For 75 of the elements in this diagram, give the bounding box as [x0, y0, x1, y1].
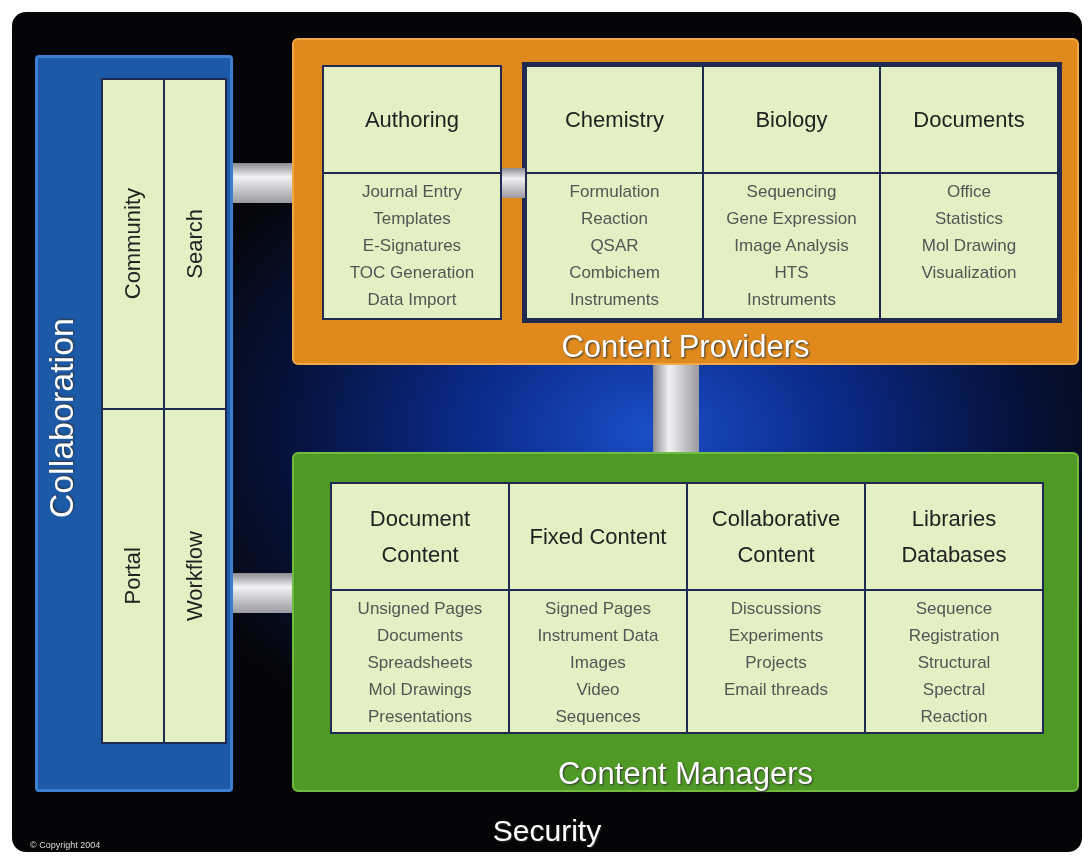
list-item: Experiments: [727, 625, 825, 647]
column-heading: Authoring: [363, 105, 461, 134]
list-item: Image Analysis: [733, 235, 850, 257]
panel-title: Content Managers: [558, 756, 813, 792]
list-item: Visualization: [921, 262, 1017, 284]
column-heading: Biology: [754, 105, 829, 134]
list-item: Projects: [744, 652, 808, 674]
panel-title: Security: [492, 814, 602, 848]
list-item: Sequences: [554, 706, 642, 728]
list-item: Presentations: [367, 706, 473, 728]
list-item: Spectral: [921, 679, 987, 701]
list-item: Statistics: [933, 208, 1004, 230]
function-label: Workflow: [182, 530, 208, 622]
list-item: Templates: [372, 208, 452, 230]
column-heading: Libraries Databases: [900, 505, 1008, 569]
list-item: Reaction: [579, 208, 650, 230]
list-item: Structural: [916, 652, 992, 674]
function-label: Portal: [120, 547, 146, 605]
list-item: Office: [945, 181, 993, 203]
list-item: Discussions: [729, 598, 823, 620]
column-heading: Documents: [912, 105, 1026, 134]
list-item: Mol Drawings: [367, 679, 473, 701]
category-column: [702, 65, 881, 320]
column-heading: Collaborative Content: [710, 505, 842, 569]
category-column: [864, 482, 1044, 734]
list-item: Images: [569, 652, 627, 674]
list-item: E-Signatures: [361, 235, 463, 257]
connector-pipe: [233, 163, 292, 203]
panel-title: Collaboration: [42, 318, 81, 519]
function-cell: [163, 408, 227, 744]
list-item: Unsigned Pages: [357, 598, 483, 620]
list-item: Combichem: [569, 262, 660, 284]
column-heading: Fixed Content: [528, 522, 668, 551]
connector-pipe: [653, 365, 699, 452]
category-column: [686, 482, 866, 734]
category-column: [525, 65, 704, 320]
list-item: Documents: [376, 625, 464, 647]
list-item: Data Import: [366, 289, 458, 311]
panel-title: Content Providers: [561, 329, 810, 365]
list-item: Instruments: [569, 289, 660, 311]
list-item: Instrument Data: [537, 625, 659, 647]
providers-panel: [292, 38, 1079, 365]
category-column: [879, 65, 1059, 320]
list-item: Sequencing: [745, 181, 838, 203]
column-heading: Document Content: [368, 505, 472, 569]
list-item: Email threads: [724, 679, 828, 701]
category-column: [508, 482, 688, 734]
list-item: Reaction: [919, 706, 989, 728]
connector-pipe: [502, 168, 525, 198]
list-item: Registration: [908, 625, 1000, 647]
column-heading: Chemistry: [564, 105, 665, 134]
managers-panel: [292, 452, 1079, 792]
list-item: Instruments: [746, 289, 837, 311]
collaboration-panel: [35, 55, 233, 792]
function-label: Community: [120, 188, 146, 300]
function-cell: [101, 408, 165, 744]
function-cell: [101, 78, 165, 410]
list-item: Journal Entry: [360, 181, 464, 203]
list-item: Formulation: [569, 181, 660, 203]
list-item: TOC Generation: [349, 262, 475, 284]
category-column: [322, 65, 502, 320]
list-item: QSAR: [589, 235, 640, 257]
function-label: Search: [182, 209, 208, 279]
list-item: HTS: [773, 262, 810, 284]
list-item: Mol Drawing: [921, 235, 1017, 257]
category-column: [330, 482, 510, 734]
list-item: Signed Pages: [544, 598, 652, 620]
copyright-note: © Copyright 2004: [30, 840, 101, 850]
list-item: Sequence: [914, 598, 994, 620]
list-item: Gene Expression: [726, 208, 857, 230]
connector-pipe: [233, 573, 292, 613]
security-panel: [12, 12, 1082, 852]
list-item: Spreadsheets: [366, 652, 474, 674]
list-item: Video: [575, 679, 621, 701]
function-cell: [163, 78, 227, 410]
